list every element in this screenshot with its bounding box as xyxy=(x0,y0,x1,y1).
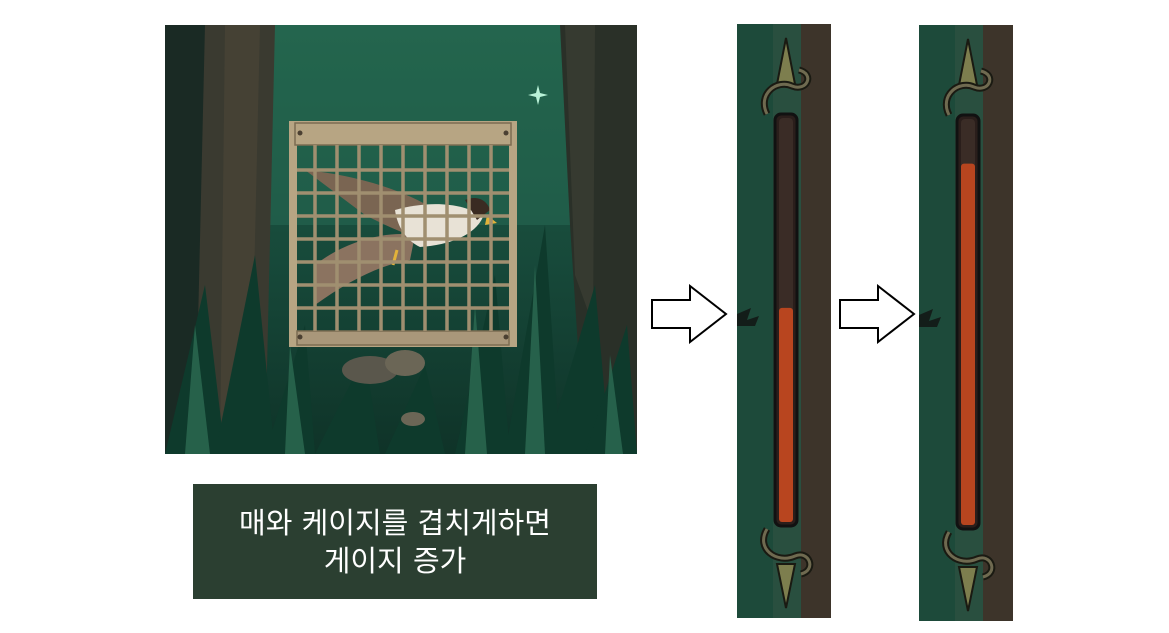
thorn-vine-ornament-icon xyxy=(943,38,994,117)
thorn-vine-ornament-icon xyxy=(760,527,814,609)
caption-line-1: 매와 케이지를 겹치게하면 xyxy=(239,505,551,540)
capture-gauge-partial xyxy=(737,24,831,618)
gauge-fill-bar xyxy=(961,163,975,525)
forest-background xyxy=(165,25,637,454)
caption-line-2: 게이지 증가 xyxy=(323,543,467,578)
thorn-vine-ornament-icon xyxy=(761,37,812,116)
right-arrow-icon xyxy=(838,283,916,345)
thorn-vine-ornament-icon xyxy=(942,530,996,612)
cage-sprite xyxy=(289,121,517,347)
game-scene xyxy=(165,25,637,454)
instruction-caption: 매와 케이지를 겹치게하면 게이지 증가 xyxy=(193,484,597,599)
right-arrow-icon xyxy=(650,283,728,345)
gauge-fill-bar xyxy=(779,307,793,522)
capture-gauge-high xyxy=(919,25,1013,621)
